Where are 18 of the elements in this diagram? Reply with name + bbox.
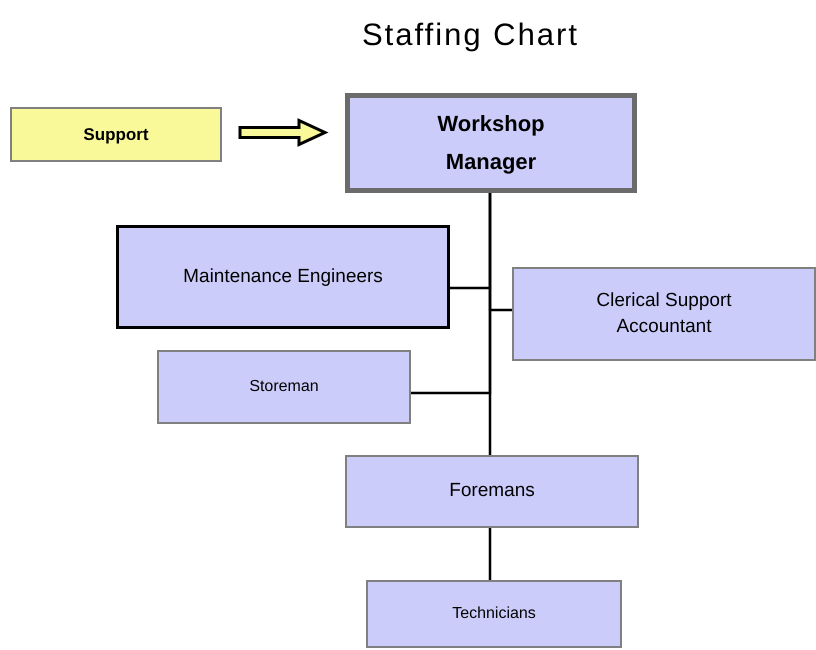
org-box — [10, 107, 222, 162]
role-label: Technicians — [452, 604, 536, 624]
role-label: Clerical Support Accountant — [595, 289, 733, 339]
connector-line — [488, 528, 492, 580]
org-box — [345, 455, 639, 528]
role-label: Storeman — [249, 377, 319, 397]
org-box — [157, 350, 411, 424]
block-arrow — [238, 118, 329, 147]
org-box — [345, 93, 637, 193]
role-label: Support — [82, 124, 150, 146]
org-box — [512, 267, 816, 361]
org-box — [366, 580, 622, 648]
chart-title: Staffing Chart — [362, 16, 579, 54]
role-label: Workshop Manager — [436, 110, 546, 176]
role-label: Foremans — [449, 479, 535, 504]
role-label: Maintenance Engineers — [183, 264, 383, 289]
connector-line — [488, 193, 492, 455]
org-box — [116, 225, 450, 329]
